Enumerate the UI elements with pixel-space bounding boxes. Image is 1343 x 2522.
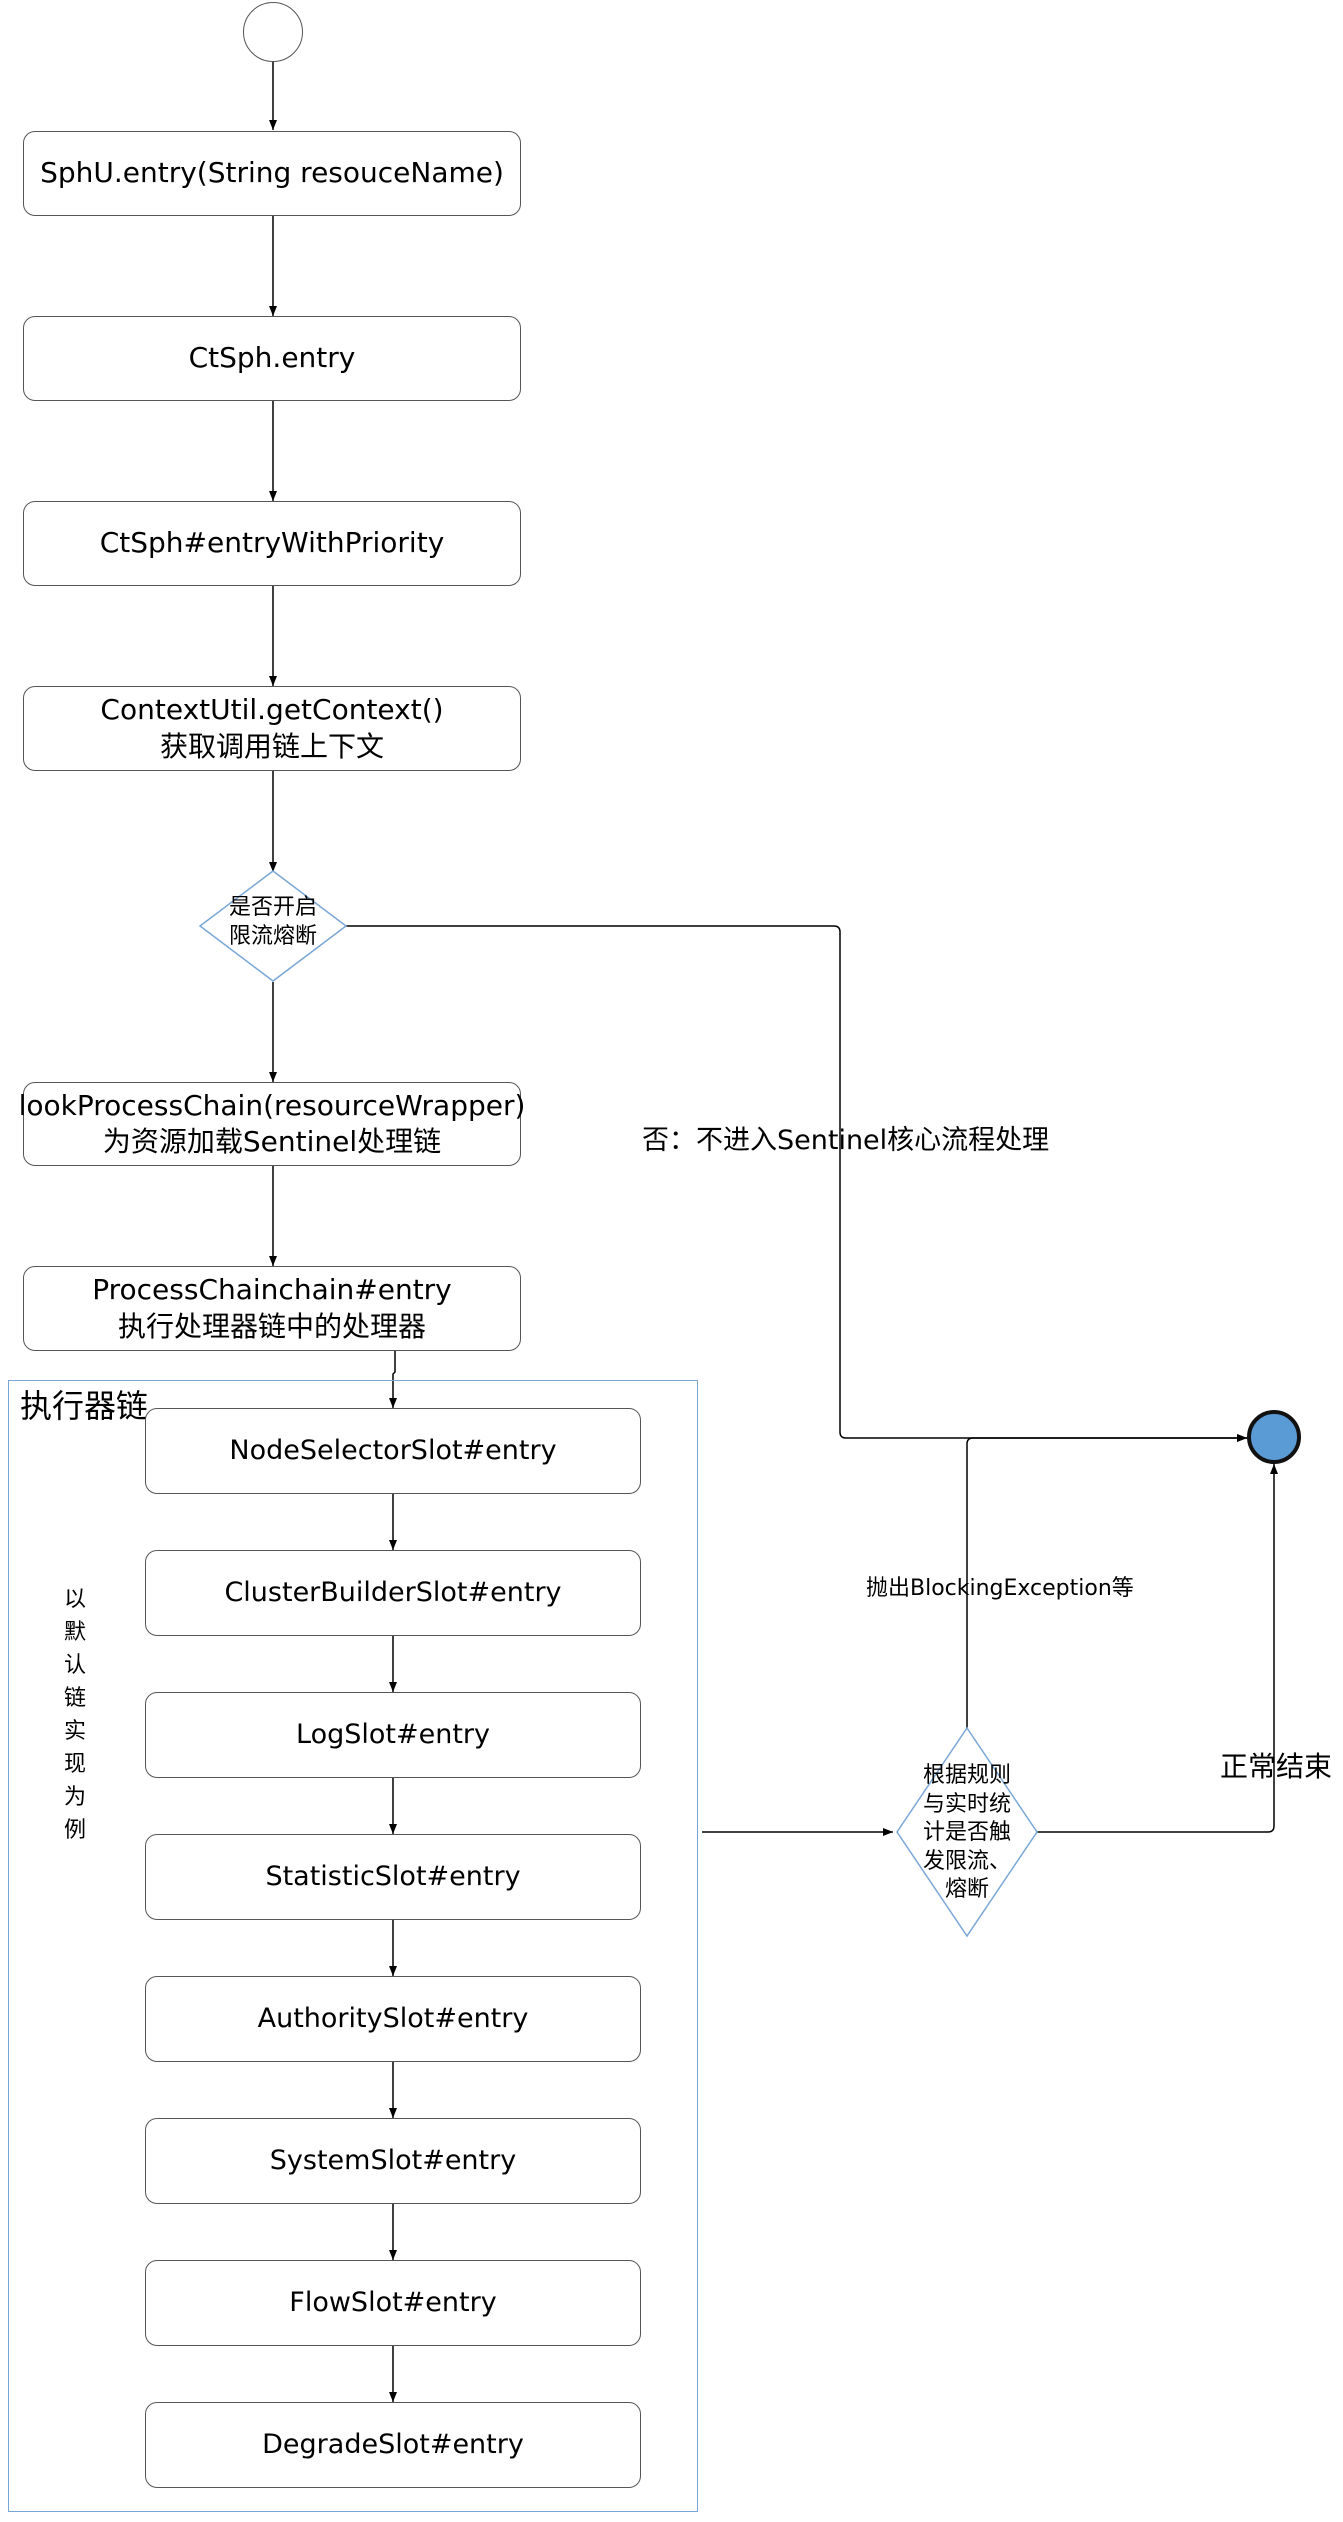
log-slot-box: LogSlot#entry bbox=[145, 1692, 641, 1778]
executor-chain-title: 执行器链 bbox=[20, 1387, 149, 1425]
decision-2-line-2: 与实时统 bbox=[922, 1791, 1011, 1817]
decision-diamond-2 bbox=[896, 1726, 1038, 1938]
slot-label: AuthoritySlot#entry bbox=[257, 2003, 529, 2035]
process-chain-entry-desc: 执行处理器链中的处理器 bbox=[117, 1309, 426, 1343]
ctsph-entry-with-priority-label: CtSph#entryWithPriority bbox=[99, 526, 445, 560]
ctsph-entry-with-priority-box: CtSph#entryWithPriority bbox=[23, 501, 521, 586]
sphu-entry-label: SphU.entry(String resouceName) bbox=[40, 156, 504, 190]
get-context-label: ContextUtil.getContext() bbox=[100, 693, 444, 727]
statistic-slot-box: StatisticSlot#entry bbox=[145, 1834, 641, 1920]
decision-diamond-1 bbox=[198, 870, 348, 982]
no-branch-label: 否：不进入Sentinel核心流程处理 bbox=[642, 1125, 1050, 1156]
slot-label: DegradeSlot#entry bbox=[262, 2429, 524, 2461]
decision-1-line-1: 是否开启 bbox=[228, 895, 317, 920]
slot-label: LogSlot#entry bbox=[296, 1719, 490, 1751]
note-char-4: 链 bbox=[63, 1686, 86, 1711]
flow-slot-box: FlowSlot#entry bbox=[145, 2260, 641, 2346]
decision-2-line-5: 熔断 bbox=[944, 1877, 989, 1903]
note-char-8: 例 bbox=[63, 1818, 86, 1843]
cluster-builder-slot-box: ClusterBuilderSlot#entry bbox=[145, 1550, 641, 1636]
process-chain-entry-box: ProcessChainchain#entry 执行处理器链中的处理器 bbox=[23, 1266, 521, 1351]
normal-end-label: 正常结束 bbox=[1220, 1750, 1333, 1783]
authority-slot-box: AuthoritySlot#entry bbox=[145, 1976, 641, 2062]
decision-2-line-4: 发限流、 bbox=[922, 1848, 1011, 1874]
note-char-5: 实 bbox=[63, 1719, 86, 1744]
executor-chain-container bbox=[8, 1380, 698, 2512]
note-char-2: 默 bbox=[63, 1620, 86, 1645]
note-char-1: 以 bbox=[63, 1587, 86, 1612]
decision-2-line-1: 根据规则 bbox=[922, 1763, 1011, 1788]
node-selector-slot-box: NodeSelectorSlot#entry bbox=[145, 1408, 641, 1494]
decision-1-line-2: 限流熔断 bbox=[228, 923, 317, 949]
look-process-chain-desc: 为资源加载Sentinel处理链 bbox=[102, 1125, 442, 1158]
slot-label: StatisticSlot#entry bbox=[265, 1861, 521, 1893]
slot-label: SystemSlot#entry bbox=[269, 2145, 517, 2177]
look-process-chain-label: lookProcessChain(resourceWrapper) bbox=[18, 1088, 526, 1122]
look-process-chain-box: lookProcessChain(resourceWrapper) 为资源加载S… bbox=[19, 1082, 525, 1166]
slot-label: FlowSlot#entry bbox=[289, 2287, 497, 2319]
decision-2-line-3: 计是否触 bbox=[922, 1820, 1011, 1846]
note-char-7: 为 bbox=[63, 1785, 86, 1810]
decision-2-text: 根据规则 与实时统 计是否触 发限流、 熔断 bbox=[907, 1762, 1027, 1905]
get-context-box: ContextUtil.getContext() 获取调用链上下文 bbox=[23, 686, 521, 771]
note-char-6: 现 bbox=[63, 1752, 86, 1777]
system-slot-box: SystemSlot#entry bbox=[145, 2118, 641, 2204]
slot-label: NodeSelectorSlot#entry bbox=[229, 1435, 557, 1467]
degrade-slot-box: DegradeSlot#entry bbox=[145, 2402, 641, 2488]
ctsph-entry-label: CtSph.entry bbox=[188, 341, 356, 375]
end-node bbox=[1247, 1410, 1301, 1464]
slot-label: ClusterBuilderSlot#entry bbox=[224, 1577, 562, 1609]
sphu-entry-box: SphU.entry(String resouceName) bbox=[23, 131, 521, 216]
get-context-desc: 获取调用链上下文 bbox=[159, 729, 384, 763]
ctsph-entry-box: CtSph.entry bbox=[23, 316, 521, 401]
process-chain-entry-label: ProcessChainchain#entry bbox=[92, 1273, 452, 1307]
blocking-exception-label: 抛出BlockingException等 bbox=[866, 1576, 1134, 1601]
decision-1-text: 是否开启 限流熔断 bbox=[203, 894, 343, 951]
start-node bbox=[243, 2, 303, 62]
note-char-3: 认 bbox=[63, 1653, 86, 1678]
